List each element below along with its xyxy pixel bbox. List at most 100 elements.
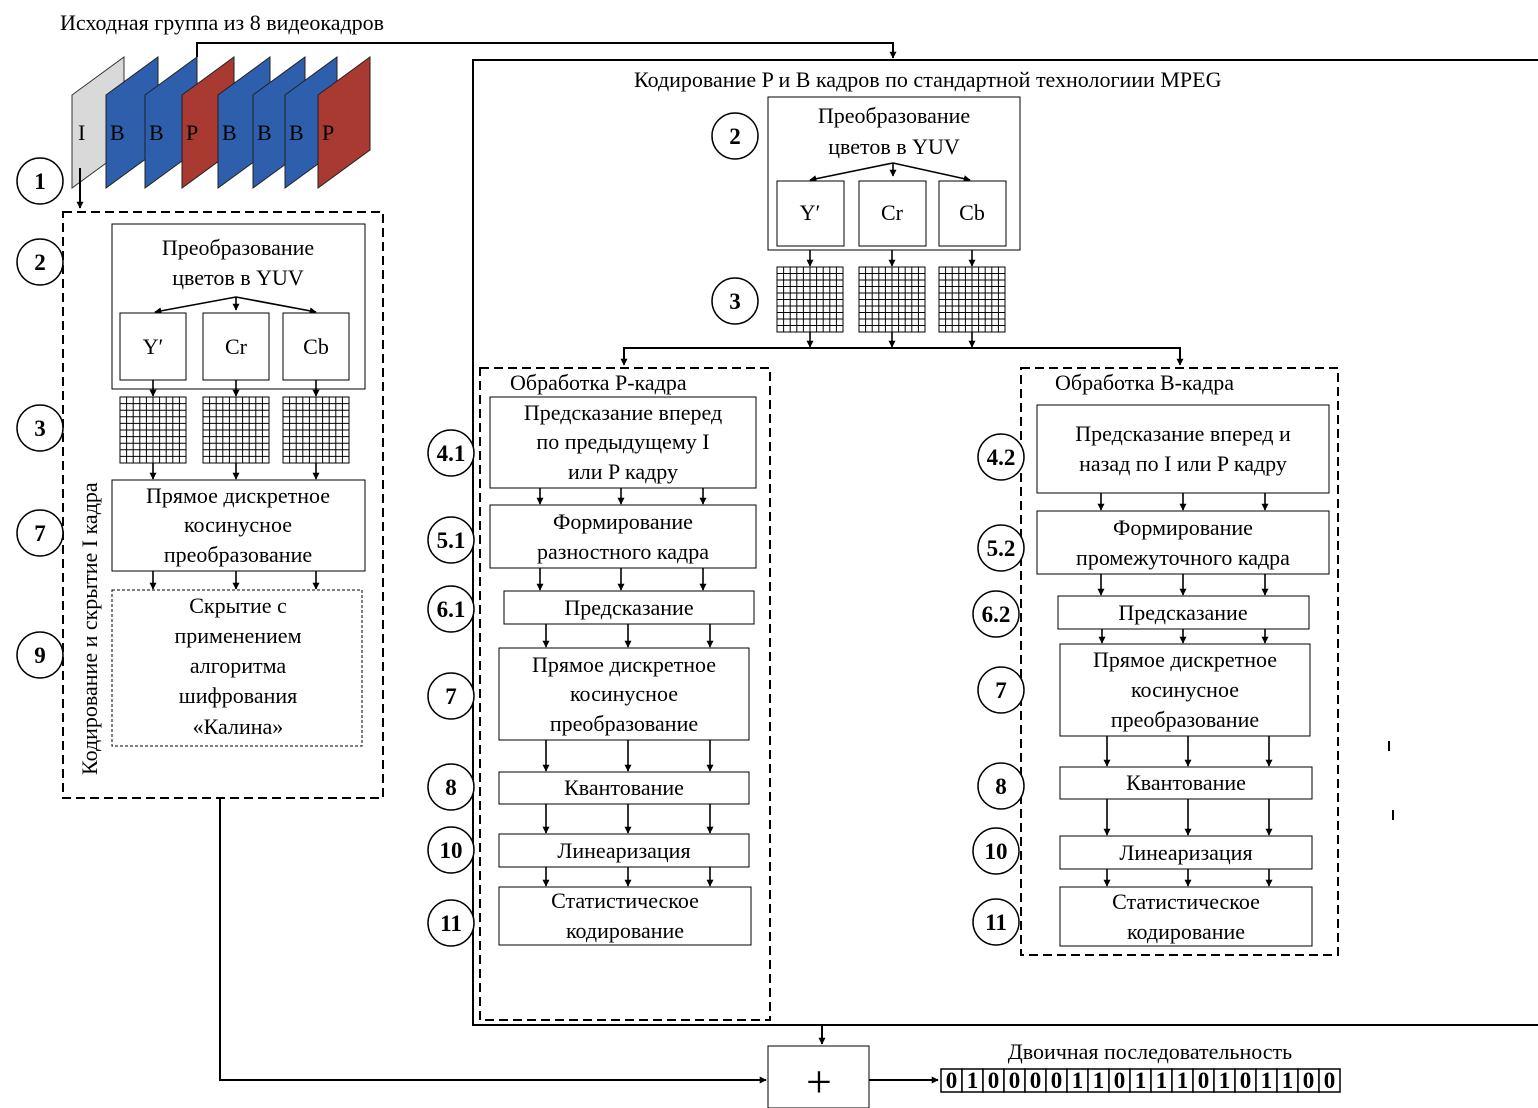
channel-label: Cr	[881, 200, 904, 225]
frame-label: B	[110, 120, 125, 145]
box-text: Линеаризация	[557, 838, 690, 863]
bit-value: 1	[1177, 1068, 1189, 1093]
p-branch-title: Обработка P-кадра	[510, 370, 687, 395]
bit-value: 0	[946, 1068, 958, 1093]
step-number: 3	[729, 289, 741, 314]
box-text: Квантование	[564, 775, 684, 800]
bit-value: 0	[1198, 1068, 1210, 1093]
step-number: 7	[445, 684, 457, 709]
channel-label: Y′	[143, 334, 164, 359]
mpeg-title: Кодирование P и B кадров по стандартной …	[634, 67, 1222, 92]
step-number: 11	[440, 911, 462, 936]
box-text: Формирование	[1113, 515, 1253, 540]
step-number: 4.1	[437, 441, 466, 466]
step-number: 6.2	[982, 602, 1011, 627]
b-branch-title: Обработка B-кадра	[1055, 370, 1234, 395]
step-number: 6.1	[437, 597, 466, 622]
box-text: разностного кадра	[537, 539, 709, 564]
dct-block-grid	[283, 397, 349, 463]
box-text: цветов в YUV	[172, 265, 304, 290]
bit-value: 1	[1093, 1068, 1105, 1093]
box-text: алгоритма	[190, 653, 287, 678]
box-text: по предыдущему I	[536, 429, 709, 454]
frame-stack: I B B P B B B P	[72, 57, 370, 188]
step-number: 2	[729, 124, 741, 149]
step-number: 3	[34, 416, 46, 441]
box-text: косинусное	[570, 681, 678, 706]
box-text: Формирование	[553, 509, 693, 534]
frame-label: I	[78, 120, 85, 145]
step-number: 2	[34, 250, 46, 275]
box-text: косинусное	[184, 512, 292, 537]
box-text: Предсказание вперед	[524, 400, 722, 425]
box-text: применением	[174, 623, 301, 648]
bit-value: 1	[1072, 1068, 1084, 1093]
bit-value: 1	[967, 1068, 979, 1093]
box-text: Линеаризация	[1119, 840, 1252, 865]
i-branch-vertical-label: Кодирование и скрытие I кадра	[77, 482, 102, 775]
channel-label: Cb	[959, 200, 985, 225]
bit-value: 0	[988, 1068, 1000, 1093]
box-text: или P кадру	[568, 459, 678, 484]
box-text: преобразование	[1111, 707, 1259, 732]
frame-label: B	[289, 120, 304, 145]
step-number: 7	[34, 521, 46, 546]
bit-value: 0	[1303, 1068, 1315, 1093]
dct-block-grid	[777, 267, 843, 332]
step-number: 11	[985, 910, 1007, 935]
bit-value: 0	[1324, 1068, 1336, 1093]
step-number: 10	[440, 838, 463, 863]
box-text: Преобразование	[818, 103, 970, 128]
step-number: 7	[995, 678, 1007, 703]
step-number: 9	[34, 643, 46, 668]
dct-block-grid	[939, 267, 1005, 332]
box-text: цветов в YUV	[828, 134, 960, 159]
frame-label: B	[222, 120, 237, 145]
step-number: 10	[985, 839, 1008, 864]
bit-value: 0	[1051, 1068, 1063, 1093]
box-text: шифрования	[179, 683, 298, 708]
step-number: 8	[445, 775, 457, 800]
bit-value: 0	[1030, 1068, 1042, 1093]
box-text: Статистическое	[551, 888, 699, 913]
frame-label: B	[257, 120, 272, 145]
connector-frames-to-mpeg	[197, 43, 893, 58]
output-label: Двоичная последовательность	[1008, 1039, 1292, 1064]
box-text: Предсказание вперед и	[1075, 421, 1291, 446]
box-text: Скрытие с	[189, 593, 287, 618]
box-text: Предсказание	[564, 595, 693, 620]
box-text: преобразование	[550, 711, 698, 736]
step-number: 4.2	[987, 445, 1016, 470]
box-text: Преобразование	[162, 235, 314, 260]
bit-value: 1	[1261, 1068, 1273, 1093]
bit-value: 0	[1009, 1068, 1021, 1093]
step-number: 1	[34, 169, 46, 194]
split-bus	[624, 348, 1180, 364]
box-text: промежуточного кадра	[1076, 545, 1290, 570]
step-number: 8	[995, 774, 1007, 799]
combiner-symbol: +	[806, 1056, 832, 1107]
group-title: Исходная группа из 8 видеокадров	[60, 10, 384, 35]
box-text: преобразование	[164, 542, 312, 567]
box-text: косинусное	[1131, 677, 1239, 702]
box-text: назад по I или P кадру	[1079, 451, 1287, 476]
bit-value: 1	[1282, 1068, 1294, 1093]
box-text: Прямое дискретное	[532, 652, 716, 677]
channel-label: Y′	[800, 200, 821, 225]
bit-value: 0	[1240, 1068, 1252, 1093]
dct-block-grid	[120, 397, 186, 463]
box-text: кодирование	[1127, 919, 1245, 944]
frame-label: B	[149, 120, 164, 145]
step-number: 5.2	[987, 536, 1016, 561]
dct-block-grid	[203, 397, 269, 463]
box-text: Статистическое	[1112, 889, 1260, 914]
bit-value: 1	[1135, 1068, 1147, 1093]
b-bidirectional-prediction-box	[1037, 405, 1329, 493]
dct-block-grid	[859, 267, 925, 332]
box-text: кодирование	[566, 918, 684, 943]
channel-label: Cb	[303, 334, 329, 359]
step-number: 5.1	[437, 528, 466, 553]
box-text: Квантование	[1126, 770, 1246, 795]
bit-value: 1	[1156, 1068, 1168, 1093]
